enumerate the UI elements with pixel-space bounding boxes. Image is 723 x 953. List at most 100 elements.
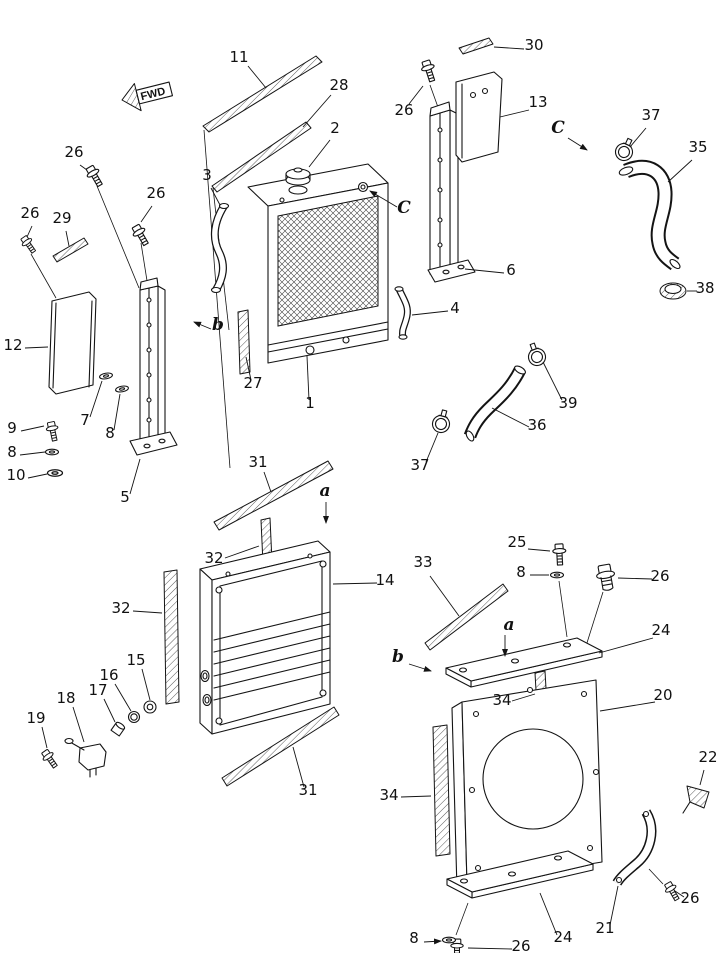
part-label-13: 13 (528, 93, 547, 111)
bracket-5 (129, 277, 178, 456)
leader-line (667, 159, 693, 183)
plug-17 (110, 721, 126, 737)
part-label-34: 34 (379, 786, 398, 804)
leader-line (89, 380, 103, 418)
leader-line (103, 698, 116, 723)
leader-line (400, 795, 432, 798)
part-label-26: 26 (20, 204, 39, 222)
washer-10 (46, 469, 64, 477)
part-label-18: 18 (56, 689, 75, 707)
leader-line (542, 361, 563, 401)
leader-line (511, 693, 536, 702)
radiator-1 (247, 163, 389, 364)
washer-8-a (114, 384, 130, 394)
part-label-2: 2 (330, 119, 340, 137)
strip-31-upper (213, 460, 334, 531)
leader-line (245, 356, 252, 381)
bracket-21 (612, 809, 657, 886)
leader-line (332, 582, 378, 585)
washer-7 (98, 371, 114, 381)
leader-line (411, 310, 449, 316)
part-label-28: 28 (329, 76, 348, 94)
side-plate-12 (48, 291, 97, 395)
part-label-5: 5 (120, 488, 130, 506)
leader-line (429, 575, 460, 617)
part-label-8: 8 (516, 563, 526, 581)
bolt-25 (551, 543, 568, 566)
bolt-26-left-3 (18, 233, 39, 256)
leader-line (425, 432, 439, 463)
part-label-11: 11 (229, 48, 248, 66)
seal-strips (52, 37, 548, 857)
leader-line (140, 205, 153, 223)
part-label-17: 17 (88, 681, 107, 699)
leader-line (408, 85, 424, 105)
leader-line (527, 548, 551, 552)
part-label-35: 35 (688, 138, 707, 156)
clamp-37-lower (430, 407, 454, 435)
part-label-36: 36 (527, 416, 546, 434)
bolt-19 (39, 747, 61, 771)
leader-line (308, 139, 331, 168)
part-label-7: 7 (80, 411, 90, 429)
clamp-37-upper (612, 135, 639, 164)
section-letter-b: b (392, 647, 404, 667)
callout-arrow (193, 321, 212, 330)
drain-port (305, 345, 315, 355)
part-label-32: 32 (111, 599, 130, 617)
part-label-19: 19 (26, 709, 45, 727)
leader-line (674, 890, 685, 898)
callout-arrow (408, 663, 432, 672)
hose-35 (618, 159, 681, 271)
oil-cooler-14 (199, 540, 331, 735)
part-label-22: 22 (698, 748, 717, 766)
washer-8-c (549, 571, 565, 579)
leader-line (491, 407, 530, 428)
part-label-20: 20 (653, 686, 672, 704)
part-label-8: 8 (7, 443, 17, 461)
part-label-1: 1 (305, 394, 315, 412)
part-label-8: 8 (409, 929, 419, 947)
leader-line (467, 947, 513, 950)
part-label-26: 26 (64, 143, 83, 161)
part-label-26: 26 (146, 184, 165, 202)
strip-28 (211, 121, 312, 193)
hose-36 (463, 365, 526, 442)
part-label-6: 6 (506, 261, 516, 279)
part-label-15: 15 (126, 651, 145, 669)
part-label-31: 31 (298, 781, 317, 799)
part-label-38: 38 (695, 279, 714, 297)
part-label-9: 9 (7, 419, 17, 437)
leader-line (41, 726, 48, 749)
leader-line (72, 706, 85, 743)
callout-arrow (369, 190, 398, 208)
part-label-10: 10 (6, 466, 25, 484)
part-label-33: 33 (413, 553, 432, 571)
section-letter-C: C (397, 198, 411, 218)
leader-line (609, 885, 619, 926)
leader-line (210, 187, 221, 206)
part-label-26: 26 (511, 937, 530, 953)
leader-line (292, 746, 305, 788)
fwd-label: FWD (139, 85, 166, 103)
leader-line (79, 164, 88, 171)
part-label-26: 26 (650, 567, 669, 585)
bracket-13 (455, 71, 503, 163)
leader-line (699, 769, 705, 786)
leader-line (493, 46, 525, 50)
leader-line (129, 458, 141, 495)
part-label-39: 39 (558, 394, 577, 412)
section-letter-C: C (551, 118, 565, 138)
leader-line (65, 230, 70, 247)
drain-valve-assembly (64, 700, 157, 778)
leader-line (263, 471, 272, 493)
leader-line (539, 892, 558, 936)
part-label-24: 24 (553, 928, 572, 946)
leader-line (224, 545, 260, 559)
leader-line (26, 225, 33, 238)
strip-29 (52, 237, 89, 263)
mount-plate-24-lower (446, 850, 594, 899)
